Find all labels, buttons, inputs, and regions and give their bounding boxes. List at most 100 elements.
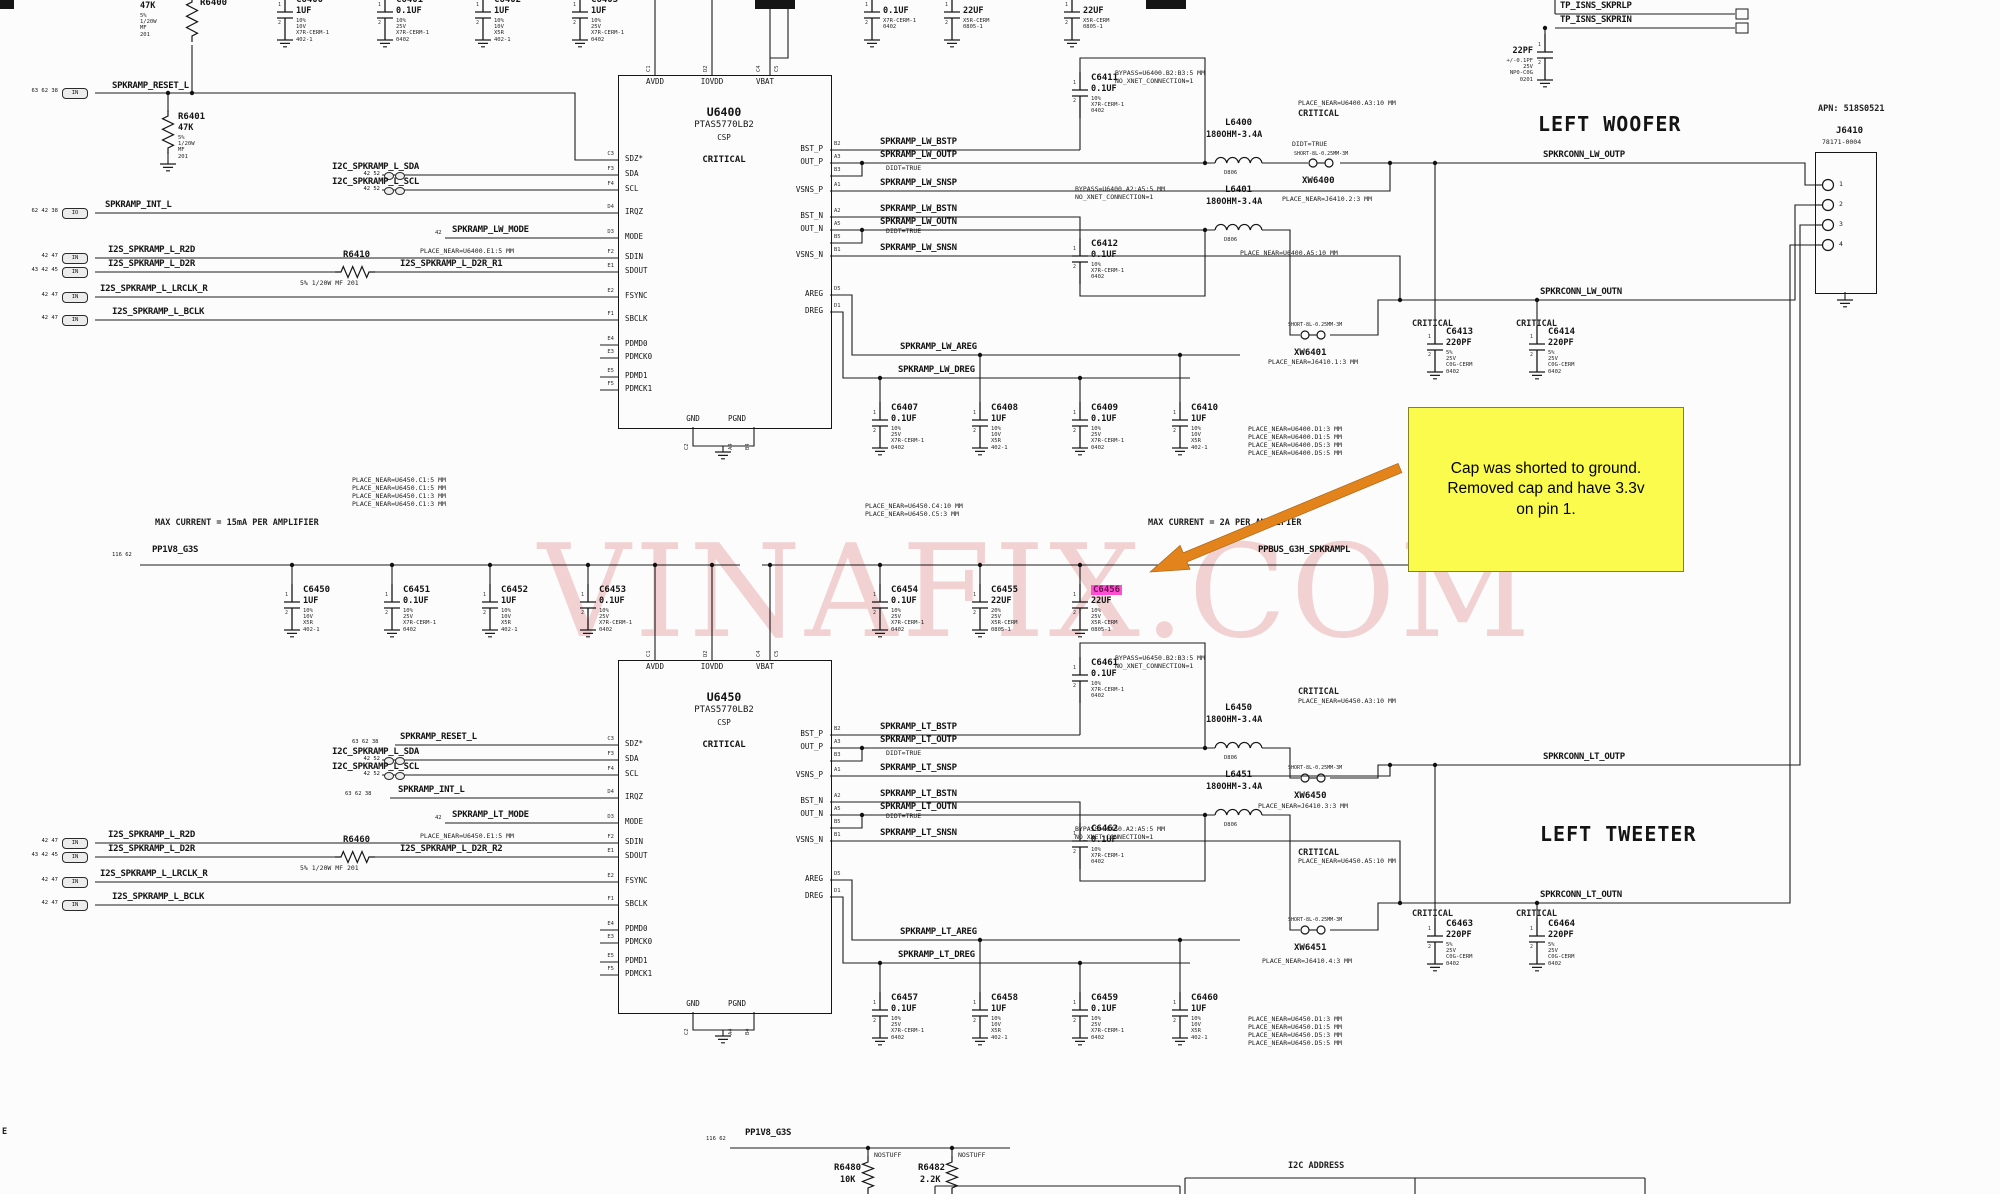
ic-pin-designator: C1 — [646, 65, 652, 72]
cap-pin-number: 1 — [944, 2, 948, 8]
cap-pin-number: 1 — [1529, 926, 1533, 932]
note-text: BYPASS=U6400.B2:B3:5 MM — [1115, 69, 1206, 77]
capacitor-value: 25V — [1523, 64, 1533, 71]
net-label: I2S_SPKRAMP_L_R2D — [108, 830, 196, 840]
capacitor-value: X7R-CERM-1 — [883, 18, 917, 24]
capacitor-value: 0.1UF — [891, 414, 917, 424]
note-text: PLACE_NEAR=U6450.C1:3 MM — [352, 492, 446, 500]
ic-pin-name: PDMD1 — [625, 956, 648, 965]
ic-pin-name: SDA — [625, 754, 639, 763]
ic-pin-designator: C4 — [756, 650, 762, 657]
capacitor-value: 0402 — [883, 24, 897, 31]
ic-pin-name: PDMCK0 — [625, 352, 653, 361]
capacitor-value: 25V — [396, 24, 406, 31]
ic-pin-designator: D2 — [703, 650, 709, 657]
note-text: SHORT-8L-0.25MM-3M — [1294, 151, 1349, 157]
capacitor-ref: C6459 — [1091, 993, 1119, 1003]
annotation-note-line: Cap was shorted to ground. — [1450, 459, 1642, 477]
resistor-ref: R6401 — [178, 112, 206, 122]
capacitor-value: 22UF — [963, 6, 984, 16]
cap-pin-number: 2 — [277, 20, 281, 26]
ic-pin-designator: B2 — [834, 726, 841, 732]
net-label: SPKRAMP_LT_SNSN — [880, 828, 957, 838]
cap-pin-number: 2 — [475, 20, 479, 26]
ic-pin-name: PGND — [727, 999, 747, 1008]
capacitor-value: C0G-CERM — [1446, 954, 1473, 961]
note-text: PLACE_NEAR=U6400.E1:5 MM — [420, 247, 514, 255]
capacitor-value: 1UF — [1191, 414, 1207, 424]
signal-flag: IN — [62, 292, 88, 303]
signal-flag: IN — [62, 88, 88, 99]
net-label: SPKRAMP_LW_OUTP — [880, 150, 957, 160]
capacitor-ref: C6403 — [591, 0, 619, 5]
ic-pin-name: AREG — [804, 289, 823, 298]
cap-pin-number: 2 — [1072, 428, 1076, 434]
inductor-ref: L6401 — [1225, 185, 1253, 195]
io-flag-oval — [395, 757, 405, 765]
capacitor-value: X5R — [494, 30, 504, 37]
inductor-package: D806 — [1224, 822, 1238, 828]
capacitor-value: X5R — [1191, 438, 1201, 445]
capacitor-ref: C6457 — [891, 993, 919, 1003]
ic-pin-designator: B5 — [834, 819, 841, 825]
ic-pin-name: SCL — [625, 769, 639, 778]
ic-pin-name: SDOUT — [625, 851, 648, 860]
capacitor-value: 10% — [991, 426, 1001, 432]
capacitor-value: 0402 — [1446, 960, 1460, 967]
net-label: SPKRAMP_LW_BSTP — [880, 137, 957, 147]
capacitor-value: X7R-CERM-1 — [599, 620, 633, 627]
cap-pin-number: 2 — [284, 610, 288, 616]
capacitor-value: 10% — [1091, 681, 1101, 687]
ic-pin-designator: D1 — [834, 888, 841, 894]
inductor-symbol-L6450 — [1214, 741, 1263, 749]
capacitor-value: 1UF — [991, 1004, 1007, 1014]
ic-pin-name: IOVDD — [700, 77, 724, 86]
net-label: SPKRAMP_LT_OUTN — [880, 802, 957, 812]
ic-pin-designator: F1 — [607, 896, 614, 902]
cap-pin-number: 1 — [872, 592, 876, 598]
note-text: 42 — [435, 815, 442, 821]
capacitor-value: 1UF — [991, 414, 1007, 424]
capacitor-value: 0805-1 — [963, 24, 983, 31]
capacitor-value: 10V — [991, 1022, 1001, 1029]
note-text: 116 62 — [706, 1136, 726, 1142]
note-text: BYPASS=U6400.A2:A5:5 MM — [1075, 185, 1166, 193]
annotation-note-line: on pin 1. — [1516, 500, 1576, 518]
resistor-value: 5% — [178, 135, 185, 141]
net-label: SPKRAMP_LT_OUTP — [880, 735, 957, 745]
capacitor-value: X5R-CERM — [1091, 620, 1118, 627]
inductor-package: D806 — [1224, 755, 1238, 761]
capacitor-value: X7R-CERM-1 — [891, 1028, 925, 1035]
resistor-value: 5% — [140, 13, 147, 19]
capacitor-value: 10V — [1191, 432, 1201, 439]
capacitor-value: X7R-CERM-1 — [1091, 102, 1125, 109]
capacitor-value: 0.1UF — [396, 6, 422, 16]
ic-pin-designator: C5 — [774, 650, 780, 657]
ic-pin-name: OUT_P — [800, 157, 823, 166]
net-label: I2S_SPKRAMP_L_D2R — [108, 259, 196, 269]
note-text: CRITICAL — [1298, 848, 1339, 858]
connector-pin-number: 1 — [1839, 180, 1843, 188]
signal-flag: IO — [62, 208, 88, 219]
note-text: NOSTUFF — [874, 1151, 902, 1159]
capacitor-ref: C6458 — [991, 993, 1019, 1003]
net-label: SPKRAMP_LT_BSTP — [880, 722, 957, 732]
capacitor-value: 25V — [1446, 948, 1456, 955]
capacitor-value: 10% — [1091, 847, 1101, 853]
resistor-ref: R6410 — [343, 250, 371, 260]
ic-pin-name: SBCLK — [625, 314, 648, 323]
capacitor-value: 0402 — [891, 626, 905, 633]
cap-pin-number: 2 — [1072, 1018, 1076, 1024]
inductor-symbol-L6400 — [1214, 156, 1263, 164]
ic-pin-name: SDIN — [625, 837, 644, 846]
note-text: BYPASS=U6450.A2:A5:5 MM — [1075, 825, 1166, 833]
capacitor-value: 1UF — [591, 6, 607, 16]
ic-pin-name: PDMCK1 — [625, 384, 653, 393]
capacitor-value: X5R — [991, 1028, 1001, 1035]
note-text: 116 62 — [112, 552, 132, 558]
note-text: DIDT=TRUE — [1292, 140, 1328, 148]
note-text: PLACE_NEAR=U6450.C1:5 MM — [352, 476, 446, 484]
capacitor-symbol-C6454 — [872, 584, 888, 630]
capacitor-value: 10V — [296, 24, 306, 31]
ic-pin-name: DREG — [804, 306, 823, 315]
